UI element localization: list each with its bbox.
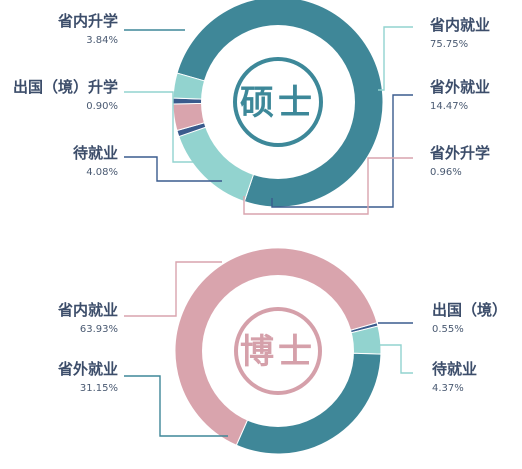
slice-label-1: 待就业	[432, 360, 477, 378]
slice-value-2: 0.96%	[430, 167, 462, 178]
leader-line-0	[378, 26, 413, 91]
slice-label-3: 待就业	[73, 144, 118, 162]
masters-center-badge	[233, 57, 323, 147]
slice-label-0: 出国（境）	[432, 301, 507, 319]
leader-line-2	[124, 375, 228, 437]
slice-value-1: 4.37%	[432, 383, 464, 394]
slice-value-3: 63.93%	[80, 324, 118, 335]
leader-line-1	[380, 344, 413, 374]
masters-donut-chart: 硕士 省内就业 75.75% 省外就业 14.47% 省外升学 0.96% 待就业 4.08%…	[13, 0, 490, 215]
doctoral-inner-ring	[202, 275, 354, 427]
slice-label-3: 省内就业	[57, 301, 118, 319]
doctoral-leader-lines	[124, 261, 413, 437]
slice-label-5: 省内升学	[57, 12, 118, 30]
slice-value-3: 4.08%	[86, 167, 118, 178]
slice-value-1: 14.47%	[430, 101, 468, 112]
slice-value-0: 75.75%	[430, 39, 468, 50]
slice-label-0: 省内就业	[429, 16, 490, 34]
masters-center-label: 硕士	[240, 83, 316, 123]
slice-label-2: 省外就业	[57, 360, 118, 378]
masters-inner-ring	[201, 25, 355, 179]
leader-line-3	[124, 261, 222, 317]
slice-value-5: 3.84%	[86, 35, 118, 46]
slice-label-1: 省外就业	[429, 78, 490, 96]
slice-label-4: 出国（境）升学	[13, 78, 118, 96]
slice-value-4: 0.90%	[86, 101, 118, 112]
doctoral-center-badge	[234, 307, 322, 395]
doctoral-donut-chart: 博士 出国（境） 0.55% 待就业 4.37% 省外就业 31.15% 省内就业 63.93…	[57, 247, 507, 455]
leader-line-3	[124, 156, 222, 182]
slice-value-0: 0.55%	[432, 324, 464, 335]
masters-leader-lines	[124, 26, 413, 215]
leader-line-2	[243, 157, 413, 215]
slice-label-2: 省外升学	[429, 144, 490, 162]
leader-line-4	[124, 91, 199, 163]
slice-value-2: 31.15%	[80, 383, 118, 394]
leader-line-1	[271, 94, 413, 208]
doctoral-center-label: 博士	[240, 332, 316, 372]
